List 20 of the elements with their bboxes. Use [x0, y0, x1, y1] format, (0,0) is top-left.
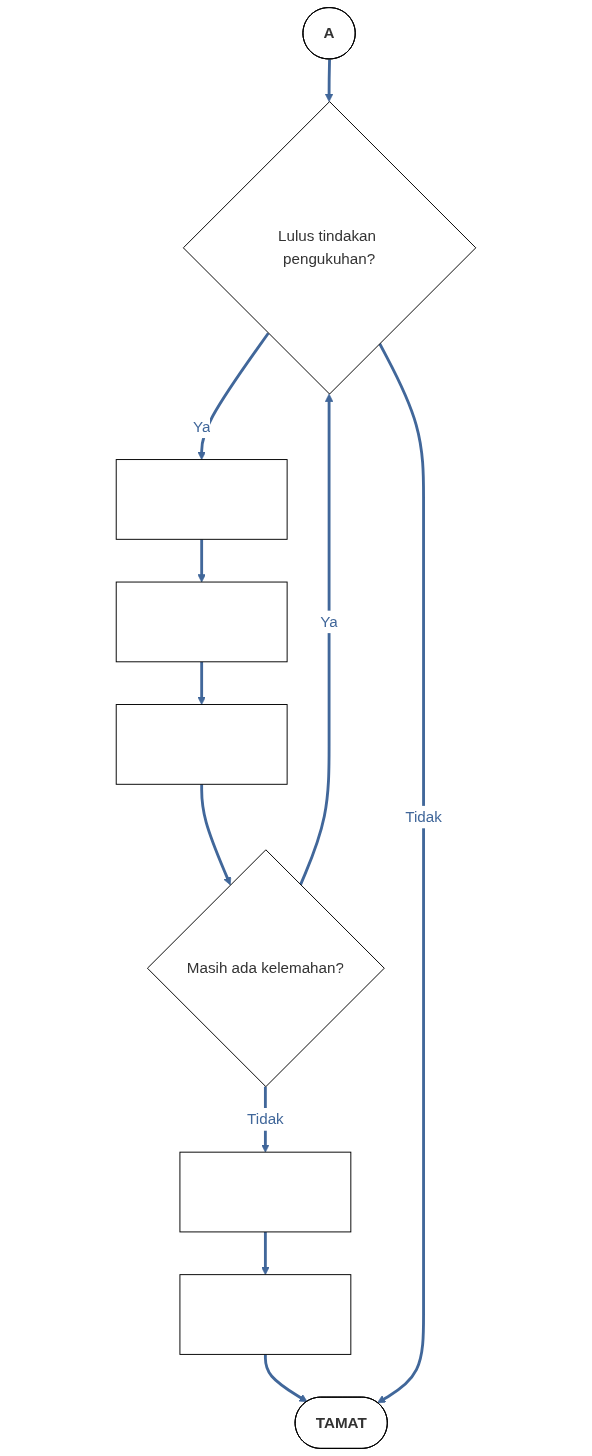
node-box [179, 1151, 352, 1233]
arrow [197, 332, 270, 460]
arrow [324, 59, 334, 102]
node-diamond: Lulus tindakan pengukuhan? [182, 101, 477, 395]
arrow [377, 342, 425, 1404]
node-box [115, 459, 288, 540]
arrow [197, 539, 206, 583]
edge-label: Tidak [247, 1110, 284, 1127]
node-diamond: Masih ada kelemahan? [146, 849, 385, 1088]
node-box [115, 581, 288, 663]
arrow [263, 1354, 308, 1403]
node-box [179, 1274, 352, 1355]
arrow [197, 661, 206, 705]
node-box [115, 704, 288, 785]
edge-label: Tidak [405, 808, 442, 825]
arrow [261, 1231, 270, 1276]
arrow [299, 393, 334, 886]
edge-label: Ya [320, 613, 338, 630]
edge-label: Ya [192, 418, 211, 435]
arrow [200, 784, 232, 886]
